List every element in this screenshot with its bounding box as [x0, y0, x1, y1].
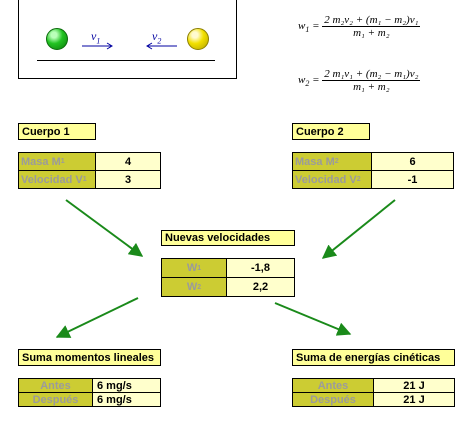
arrow-cuerpo1-to-nuevas — [65, 199, 144, 257]
cuerpo2-velocity-value[interactable]: -1 — [371, 170, 454, 189]
green-ball — [46, 28, 68, 50]
energias-after-label: Después — [292, 392, 374, 407]
formula-w1: w1 = 2 m₂v₂ + (m₁ − m₂)v₁ m₁ + m₂ — [298, 14, 421, 39]
arrow-nuevas-to-energias — [274, 302, 352, 336]
v1-label: v1 — [91, 29, 101, 46]
nuevas-w2-value: 2,2 — [226, 277, 295, 297]
cuerpo1-velocity-value[interactable]: 3 — [95, 170, 161, 189]
energias-header: Suma de energías cinéticas — [292, 349, 455, 366]
nuevas-header: Nuevas velocidades — [161, 230, 295, 246]
cuerpo1-mass-value[interactable]: 4 — [95, 152, 161, 171]
v2-arrow — [146, 42, 177, 50]
floor-line — [37, 60, 215, 61]
formula-w2: w2 = 2 m₁v₁ + (m₂ − m₁)v₂ m₁ + m₂ — [298, 68, 421, 93]
energias-after-value: 21 J — [373, 392, 455, 407]
yellow-ball — [187, 28, 209, 50]
v1-arrow — [82, 42, 113, 50]
v2-label: v2 — [152, 29, 162, 46]
momentos-after-label: Después — [18, 392, 93, 407]
collision-diagram: v1 v2 — [18, 0, 237, 79]
momentos-after-value: 6 mg/s — [92, 392, 161, 407]
cuerpo1-header: Cuerpo 1 — [18, 123, 96, 140]
momentos-before-label: Antes — [18, 378, 93, 393]
arrow-nuevas-to-momentos — [55, 297, 139, 338]
cuerpo2-header: Cuerpo 2 — [292, 123, 370, 140]
momentos-header: Suma momentos lineales — [18, 349, 161, 366]
arrow-cuerpo2-to-nuevas — [321, 199, 396, 259]
energias-before-label: Antes — [292, 378, 374, 393]
